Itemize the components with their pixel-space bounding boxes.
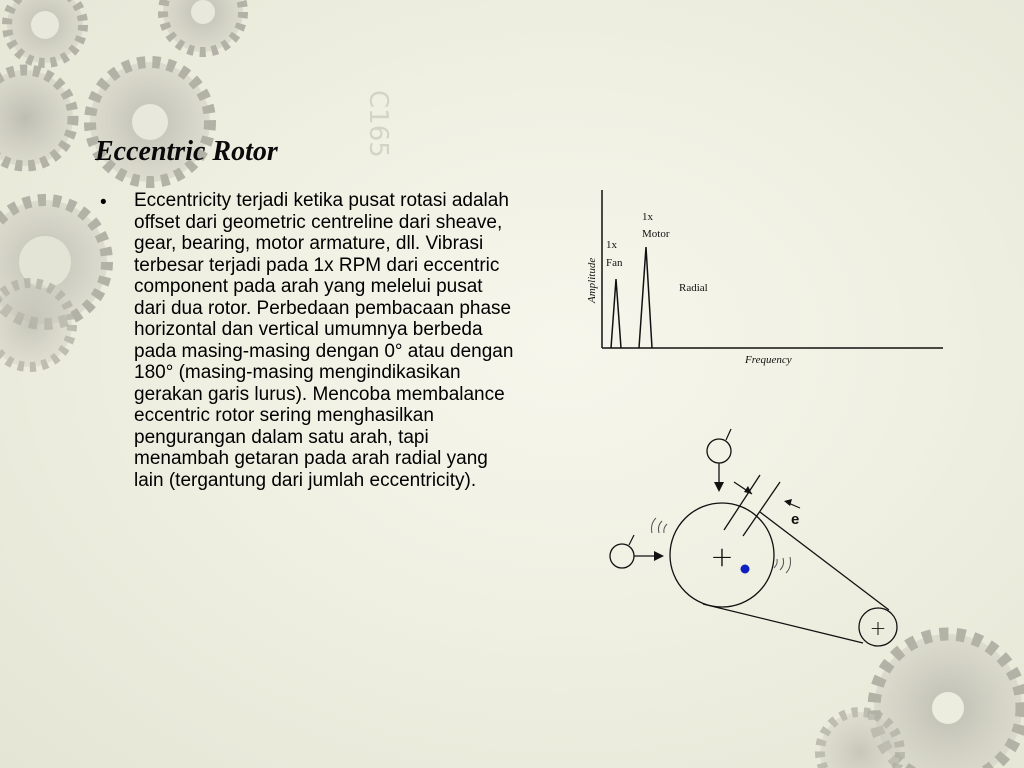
rotor-diagram: + + e: [609, 428, 898, 647]
belt-upper: [759, 511, 890, 611]
direction-label: Radial: [679, 282, 708, 294]
fan-label-1x: 1x: [606, 239, 618, 251]
eccentricity-label: e: [791, 511, 799, 528]
mass-center-dot: [740, 564, 750, 574]
arrow-down-icon: [714, 482, 724, 492]
eccentric-rotor: [669, 502, 775, 608]
eccentricity-line-2: [742, 481, 781, 537]
vibration-marks-icon: [651, 517, 791, 574]
eccentricity-line-1: [723, 474, 761, 531]
fan-peak: [610, 278, 622, 349]
pulley-center-plus: +: [870, 616, 887, 640]
gear-icon: [84, 56, 216, 188]
body-paragraph: Eccentricity terjadi ketika pusat rotasi…: [134, 190, 514, 491]
gear-icon: [158, 0, 248, 57]
motor-peak: [638, 246, 653, 349]
gear-icon: [867, 627, 1024, 768]
y-axis-label: Amplitude: [586, 258, 598, 304]
spectrum-diagram: Amplitude Frequency 1x Fan 1x Motor Radi…: [586, 190, 943, 366]
driven-pulley: [858, 607, 898, 647]
horizontal-probe-icon: [609, 543, 635, 569]
fan-label: Fan: [606, 257, 623, 269]
rotor-center-plus: +: [710, 540, 733, 573]
gear-icon: [0, 64, 79, 172]
bullet-marker: •: [100, 192, 107, 213]
x-axis-label: Frequency: [744, 354, 792, 366]
motor-label: Motor: [642, 228, 670, 240]
motor-label-1x: 1x: [642, 211, 654, 223]
gear-icon: [2, 0, 88, 68]
gear-icon: [0, 278, 77, 372]
vertical-probe-icon: [706, 438, 732, 464]
arrow-icon: [784, 499, 792, 506]
arrow-right-icon: [654, 551, 664, 561]
watermark-text: C165: [363, 90, 393, 158]
belt-lower: [702, 603, 864, 644]
arrow-icon: [744, 486, 752, 494]
slide-title: Eccentric Rotor: [95, 136, 278, 167]
gear-icon: [815, 707, 905, 768]
